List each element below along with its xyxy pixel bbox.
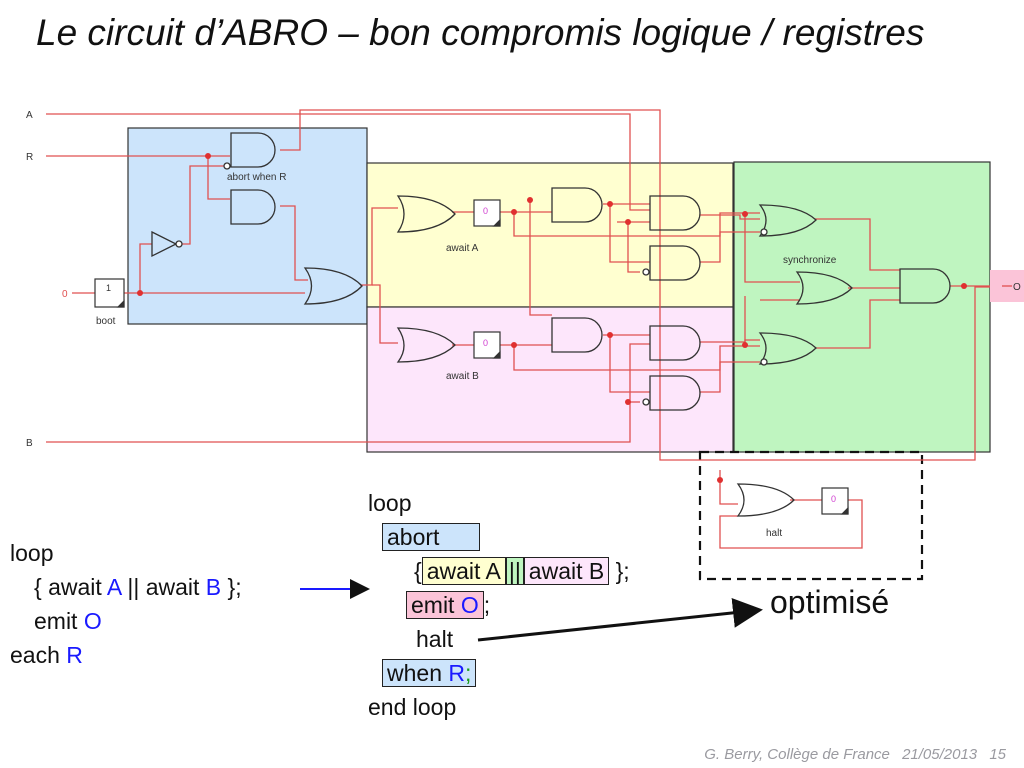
await-a-box: await A <box>421 557 506 585</box>
and-gate <box>649 245 701 281</box>
left-code-line: loop <box>10 540 54 566</box>
or-gate <box>758 332 817 365</box>
footer-page: 15 <box>989 746 1006 763</box>
input-r-label: R <box>26 152 33 163</box>
wires <box>46 109 1012 549</box>
left-code-line: { await A || await B }; <box>34 574 242 600</box>
await-b-region <box>366 306 734 453</box>
reg-halt-value: 0 <box>831 494 836 504</box>
right-code-line: end loop <box>368 694 457 720</box>
logic-gates <box>151 132 951 517</box>
and-gate <box>230 189 276 225</box>
footer: G. Berry, Collège de France 21/05/2013 1… <box>704 746 1006 763</box>
halt-label: halt <box>766 528 782 539</box>
abort-when-r-label: abort when R <box>227 172 286 183</box>
and-gate <box>551 317 603 353</box>
right-code-block: loop abort {await A||await B }; emit O; … <box>368 486 630 724</box>
await-a-region <box>366 162 734 308</box>
or-gate <box>396 195 456 233</box>
right-code-line: emit O; <box>368 588 630 622</box>
junctions <box>137 153 967 483</box>
halt-region <box>698 450 924 581</box>
register-halt <box>821 487 849 515</box>
and-gate <box>551 187 603 223</box>
footer-date: 21/05/2013 <box>902 746 978 763</box>
boot-register <box>94 278 125 308</box>
and-gate <box>649 195 701 231</box>
right-code-line: {await A||await B }; <box>414 557 630 585</box>
or-gate <box>736 483 795 517</box>
reg-b-value: 0 <box>483 338 488 348</box>
reg-a-value: 0 <box>483 206 488 216</box>
abort-box: abort <box>382 523 481 551</box>
registers <box>94 199 849 515</box>
right-code-line: loop <box>368 490 412 516</box>
await-b-box: await B <box>523 557 610 585</box>
boot-value: 1 <box>106 283 111 293</box>
await-b-label: await B <box>446 371 479 382</box>
left-code-block: loop { await A || await B }; emit O each… <box>10 536 242 672</box>
or-gate <box>795 271 853 305</box>
or-gate <box>303 267 363 305</box>
emit-box: emit O <box>406 591 484 619</box>
right-code-line: when R; <box>368 656 630 690</box>
footer-author: G. Berry, Collège de France <box>704 746 890 763</box>
and-gate <box>230 132 276 168</box>
not-gate <box>151 230 178 258</box>
register-await-b <box>473 331 501 359</box>
output-o-label: O <box>1013 282 1021 293</box>
or-gate <box>396 327 456 363</box>
abort-region <box>127 127 368 325</box>
right-code-line: halt <box>416 626 454 652</box>
and-gate <box>649 375 701 411</box>
optimise-label: optimisé <box>770 584 890 620</box>
and-gate <box>649 325 701 361</box>
input-a-label: A <box>26 110 33 121</box>
when-box: when R; <box>382 659 477 687</box>
register-await-a <box>473 199 501 227</box>
left-code-line: each R <box>10 642 83 668</box>
optimise-arrow <box>477 597 763 642</box>
synchronize-region <box>733 161 991 453</box>
or-gate <box>758 204 817 237</box>
and-gate <box>899 268 951 304</box>
synchronize-label: synchronize <box>783 255 837 266</box>
input-zero-label: 0 <box>62 289 68 300</box>
slide-title: Le circuit d’ABRO – bon compromis logiqu… <box>36 12 925 53</box>
right-code-line: abort <box>368 520 630 554</box>
boot-label: boot <box>96 316 116 327</box>
left-code-line: emit O <box>34 608 102 634</box>
parallel-box: || <box>505 557 524 585</box>
await-a-label: await A <box>446 243 479 254</box>
input-b-label: B <box>26 438 33 449</box>
